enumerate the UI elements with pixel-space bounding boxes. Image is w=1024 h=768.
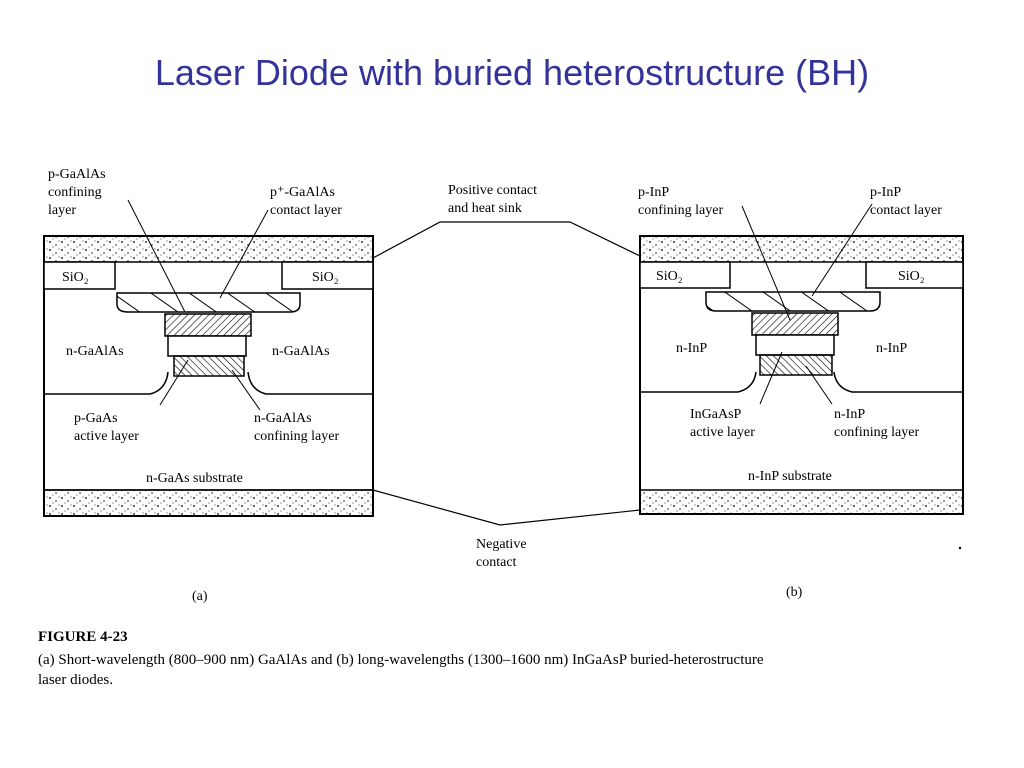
bh-laser-diagram: p-GaAlAs confining layer p⁺-GaAlAs conta… — [43, 167, 964, 604]
device-a-n-confining — [173, 355, 245, 377]
a-top-label-left-2: confining — [48, 185, 102, 200]
a-top-label-right-1: p⁺-GaAlAs — [270, 185, 335, 200]
a-oxide-right-label: SiO₂ — [312, 270, 339, 285]
a-oxide-left-label: SiO₂ — [62, 270, 89, 285]
center-bottom-label-2: contact — [476, 555, 517, 570]
a-side-right-label: n-GaAlAs — [272, 344, 330, 359]
b-oxide-right-label: SiO₂ — [898, 269, 925, 284]
device-a-oxide-left — [43, 261, 116, 290]
center-top-label-2: and heat sink — [448, 201, 522, 216]
device-b-bottom-contact — [639, 489, 964, 515]
a-side-left-label: n-GaAlAs — [66, 344, 124, 359]
a-top-label-right-2: contact layer — [270, 203, 342, 218]
device-b-oxide-right — [865, 261, 964, 289]
a-bottom-label-left-1: p-GaAs — [74, 411, 118, 426]
device-b-oxide-left — [639, 261, 731, 289]
b-substrate-label: n-InP substrate — [748, 469, 832, 484]
a-substrate-label: n-GaAs substrate — [146, 471, 243, 486]
a-bottom-label-right-2: confining layer — [254, 429, 339, 444]
device-b-top-contact — [639, 235, 964, 263]
b-bottom-label-right-1: n-InP — [834, 407, 865, 422]
device-b-active-layer — [755, 334, 835, 356]
b-bottom-label-left-1: InGaAsP — [690, 407, 742, 422]
device-b-p-confining — [751, 312, 839, 336]
contact-connectors — [372, 221, 641, 526]
device-b — [639, 203, 964, 515]
center-bottom-label-1: Negative — [476, 537, 527, 552]
a-top-label-left-1: p-GaAlAs — [48, 167, 106, 182]
b-top-label-right-2: contact layer — [870, 203, 942, 218]
device-a-bottom-contact — [43, 489, 374, 517]
device-a — [43, 199, 374, 517]
device-b-n-confining — [759, 354, 833, 376]
device-a-oxide-right — [281, 261, 374, 290]
device-a-contact-layer — [164, 313, 252, 337]
figure-number: FIGURE 4-23 — [38, 629, 128, 645]
a-bottom-label-right-1: n-GaAlAs — [254, 411, 312, 426]
b-bottom-label-right-2: confining layer — [834, 425, 919, 440]
device-a-active-layer — [167, 335, 247, 357]
device-a-p-confining — [116, 292, 301, 313]
a-bottom-label-left-2: active layer — [74, 429, 139, 444]
figure-caption-line-2: laser diodes. — [38, 672, 113, 688]
b-top-label-left-2: confining layer — [638, 203, 723, 218]
b-top-label-left-1: p-InP — [638, 185, 669, 200]
device-a-top-contact — [43, 235, 374, 263]
b-bottom-label-left-2: active layer — [690, 425, 755, 440]
center-top-label-1: Positive contact — [448, 183, 537, 198]
figure-caption-line-1: (a) Short-wavelength (800–900 nm) GaAlAs… — [38, 652, 764, 668]
b-side-left-label: n-InP — [676, 341, 707, 356]
a-caption-letter: (a) — [192, 589, 208, 604]
a-top-label-left-3: layer — [48, 203, 76, 218]
device-b-contact-layer — [705, 291, 881, 312]
b-caption-letter: (b) — [786, 585, 803, 600]
slide-title: Laser Diode with buried heterostructure … — [154, 52, 870, 93]
b-oxide-left-label: SiO₂ — [656, 269, 683, 284]
b-top-label-right-1: p-InP — [870, 185, 901, 200]
b-side-right-label: n-InP — [876, 341, 907, 356]
